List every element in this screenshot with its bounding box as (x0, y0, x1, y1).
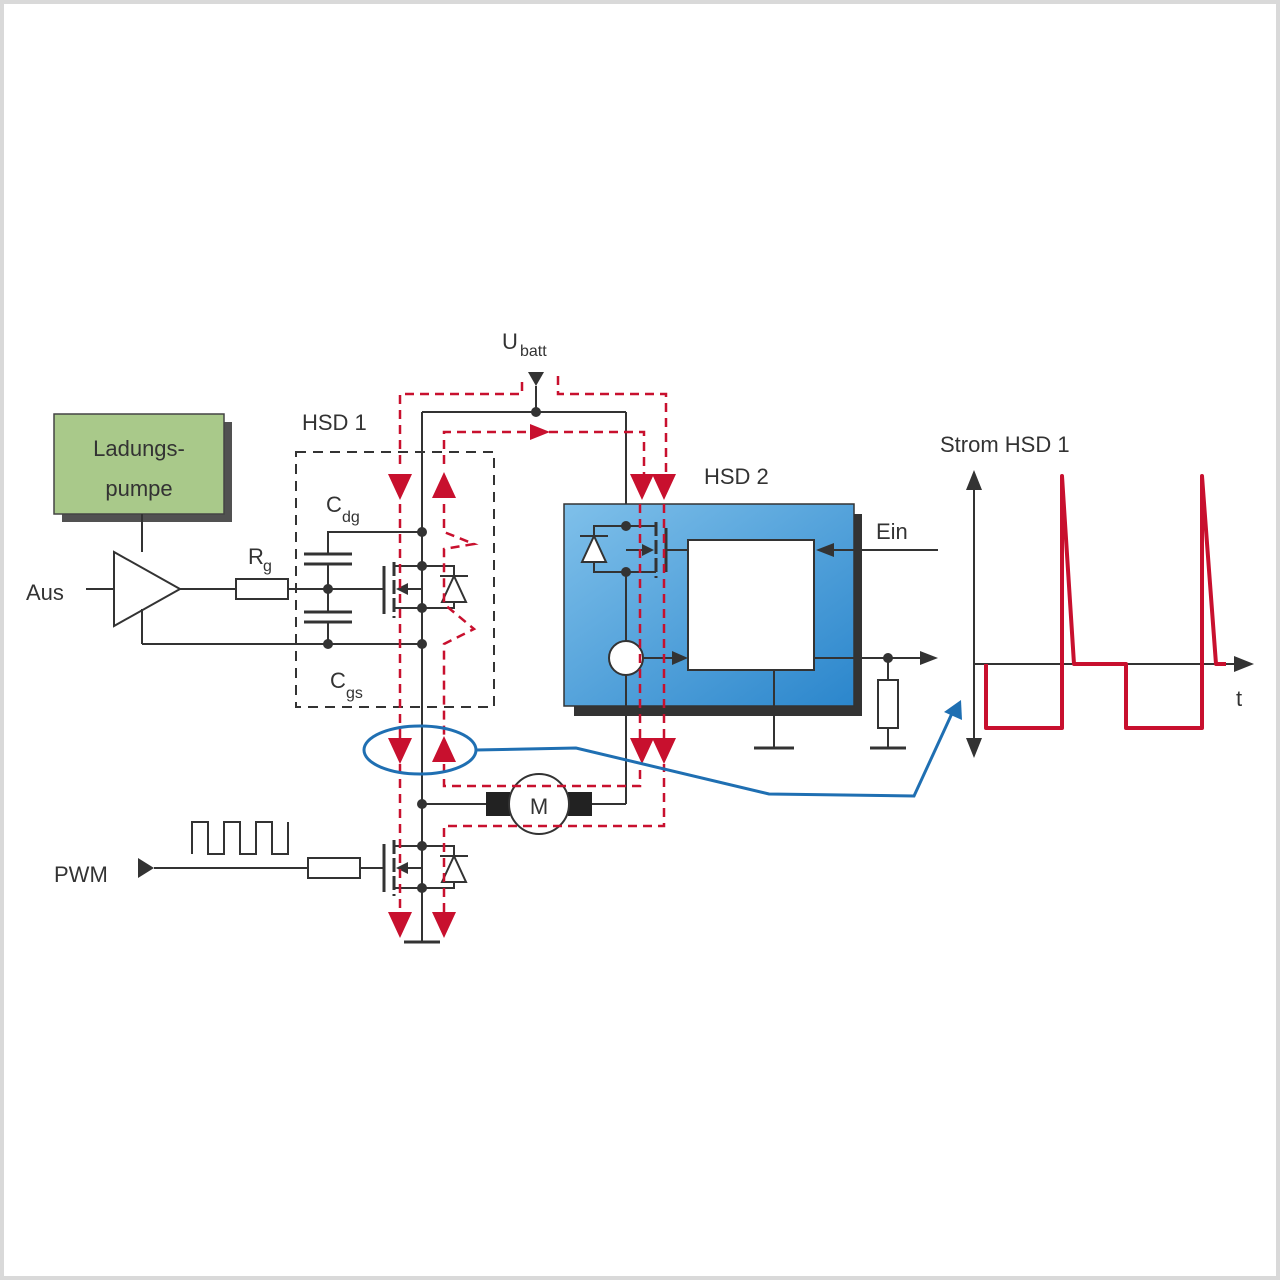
square-wave-icon (191, 821, 289, 855)
ubatt-node-dot (531, 407, 541, 417)
graph-y-arrow-up-icon (966, 470, 982, 490)
lowside-d-dot (417, 841, 427, 851)
cgs-capacitor-icon (304, 610, 352, 624)
current-down-arrow-icon (388, 474, 412, 500)
sense-arrow-icon (672, 651, 688, 665)
amplifier-icon (113, 550, 183, 628)
current-down-arrow-icon (432, 912, 456, 938)
graph-y-arrow-down-icon (966, 738, 982, 758)
pwm-label: PWM (54, 862, 108, 887)
hsd1-mosfet-icon (382, 562, 422, 618)
hsd1-box (295, 451, 495, 708)
gate-node-dot (323, 584, 333, 594)
hsd1-d-dot (417, 561, 427, 571)
current-path-lines (398, 376, 668, 912)
hsd1-s-dot (417, 603, 427, 613)
ubatt-subscript: batt (520, 343, 547, 360)
highlight-ellipse (362, 724, 478, 776)
aus-label: Aus (26, 580, 64, 605)
current-sense-icon (608, 640, 644, 676)
graph-t-label: t (1236, 686, 1242, 711)
source-node-dot (323, 639, 333, 649)
current-up-arrow-icon (432, 736, 456, 762)
hsd2-logic-block (687, 539, 815, 671)
charge-pump-label-2: pumpe (105, 476, 172, 501)
charge-pump-label-1: Ladungs- (93, 436, 185, 461)
current-down-arrow-icon (630, 738, 654, 764)
cdg-label: C (326, 492, 342, 517)
current-arrows (388, 424, 676, 938)
ein-label: Ein (876, 519, 908, 544)
motor-icon (486, 773, 592, 835)
hsd2-diode-icon (580, 533, 608, 563)
current-down-arrow-icon (388, 738, 412, 764)
gate-resistor-icon (235, 578, 289, 600)
current-down-arrow-icon (388, 912, 412, 938)
graph-title: Strom HSD 1 (940, 432, 1070, 457)
hsd1-diode-icon (440, 573, 468, 603)
pwm-arrow-icon (138, 858, 154, 878)
ubatt-label: U (502, 329, 518, 354)
hsd2-label: HSD 2 (704, 464, 769, 489)
charge-pump-block: Ladungs- pumpe (53, 413, 232, 522)
cgs-label: C (330, 668, 346, 693)
hsd2-d-dot (621, 521, 631, 531)
hsd1-label: HSD 1 (302, 410, 367, 435)
current-down-arrow-icon (652, 738, 676, 764)
current-down-arrow-icon (652, 474, 676, 500)
graph-x-arrow-icon (1234, 656, 1254, 672)
highlight-connector (475, 708, 956, 798)
lowside-s-dot (417, 883, 427, 893)
current-down-arrow-icon (630, 474, 654, 500)
current-right-arrow-icon (530, 424, 550, 440)
pwm-resistor-icon (307, 857, 361, 879)
current-waveform (984, 474, 1226, 730)
hsd1-drain-dot (417, 527, 427, 537)
motor-label: M (530, 794, 548, 819)
rg-label: R (248, 544, 264, 569)
highlight-arrow-icon (944, 700, 962, 720)
sense-resistor-icon (877, 679, 899, 729)
hsd1-out-dot (417, 639, 427, 649)
cdg-subscript: dg (342, 509, 360, 526)
ein-arrow-icon (816, 543, 834, 557)
lowside-diode-icon (440, 853, 468, 883)
current-up-arrow-icon (432, 472, 456, 498)
cdg-capacitor-icon (304, 552, 352, 566)
rg-subscript: g (263, 558, 272, 575)
cdg-wire (327, 531, 422, 554)
cgs-subscript: gs (346, 685, 363, 702)
circuit-svg: Ladungs- pumpe Aus R g HSD 1 C dg C gs (26, 329, 1254, 944)
ubatt-terminal-icon (528, 372, 544, 386)
status-arrow-icon (920, 651, 938, 665)
lowside-mosfet-icon (382, 840, 422, 896)
